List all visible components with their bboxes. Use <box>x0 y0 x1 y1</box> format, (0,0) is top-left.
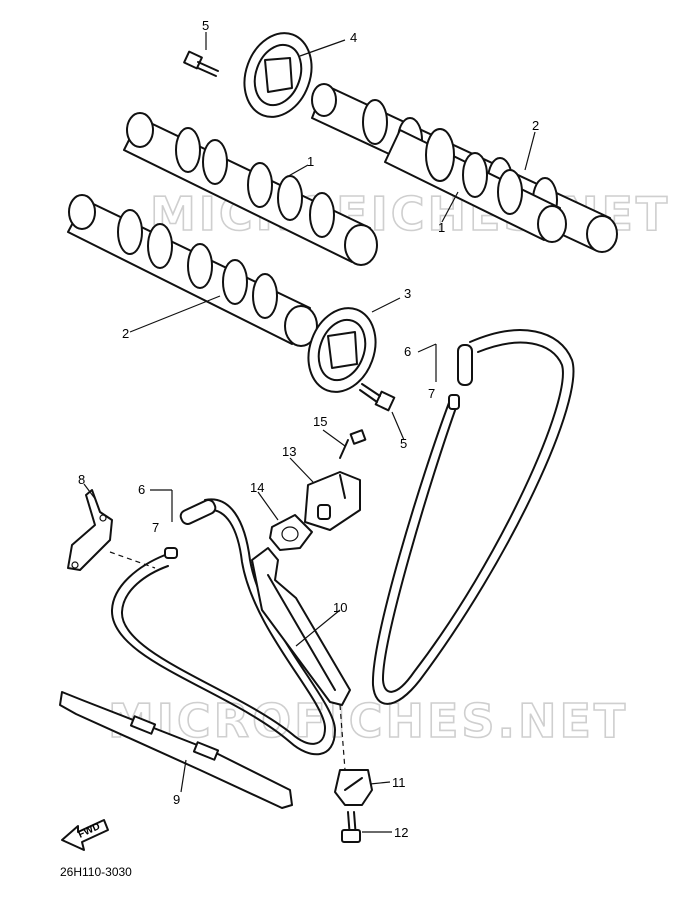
sprocket-bolt-upper[interactable] <box>183 50 219 77</box>
callout-2-lower-left: 2 <box>122 326 129 341</box>
callout-3: 3 <box>404 286 411 301</box>
callout-8: 8 <box>78 472 85 487</box>
guide-bracket[interactable] <box>334 769 373 806</box>
callout-6-left: 6 <box>138 482 145 497</box>
camshaft-upper-left[interactable] <box>123 112 378 266</box>
callout-5-lower: 5 <box>400 436 407 451</box>
tensioner-bolt[interactable] <box>339 429 367 459</box>
leader-lines <box>83 32 536 833</box>
callout-12: 12 <box>394 825 408 840</box>
timing-chain-left[interactable] <box>110 498 336 756</box>
callout-10: 10 <box>333 600 347 615</box>
timing-chain-right[interactable] <box>371 329 575 705</box>
chain-tensioner[interactable] <box>304 471 361 531</box>
callout-5-upper: 5 <box>202 18 209 33</box>
callout-9: 9 <box>173 792 180 807</box>
chain-link-left[interactable] <box>164 498 217 559</box>
callout-4: 4 <box>350 30 357 45</box>
callout-15: 15 <box>313 414 327 429</box>
bracket-bolt[interactable] <box>341 811 361 843</box>
camshaft-sprocket-upper[interactable] <box>233 24 323 127</box>
tensioner-guide-arm[interactable] <box>251 547 351 771</box>
callout-2-right: 2 <box>532 118 539 133</box>
chain-guide-small[interactable] <box>67 489 156 571</box>
callout-7-left: 7 <box>152 520 159 535</box>
camshaft-lower-left[interactable] <box>67 194 318 347</box>
chain-guide-long[interactable] <box>59 691 293 809</box>
camshaft-right-front[interactable] <box>384 128 567 243</box>
forward-direction-arrow: FWD <box>61 819 109 851</box>
sprocket-bolt-lower[interactable] <box>359 383 396 412</box>
watermark-lower: MICROFICHES.NET <box>108 694 628 748</box>
camshaft-sprocket-lower[interactable] <box>297 299 387 402</box>
drawing-code: 26H110-3030 <box>60 865 132 879</box>
callout-6-right: 6 <box>404 344 411 359</box>
callout-13: 13 <box>282 444 296 459</box>
callout-7-right: 7 <box>428 386 435 401</box>
tensioner-gasket[interactable] <box>269 514 313 551</box>
chain-link-right[interactable] <box>448 344 473 410</box>
callout-14: 14 <box>250 480 264 495</box>
callout-11: 11 <box>392 775 406 790</box>
callout-1-upper-left: 1 <box>307 154 314 169</box>
callout-1-right: 1 <box>438 220 445 235</box>
